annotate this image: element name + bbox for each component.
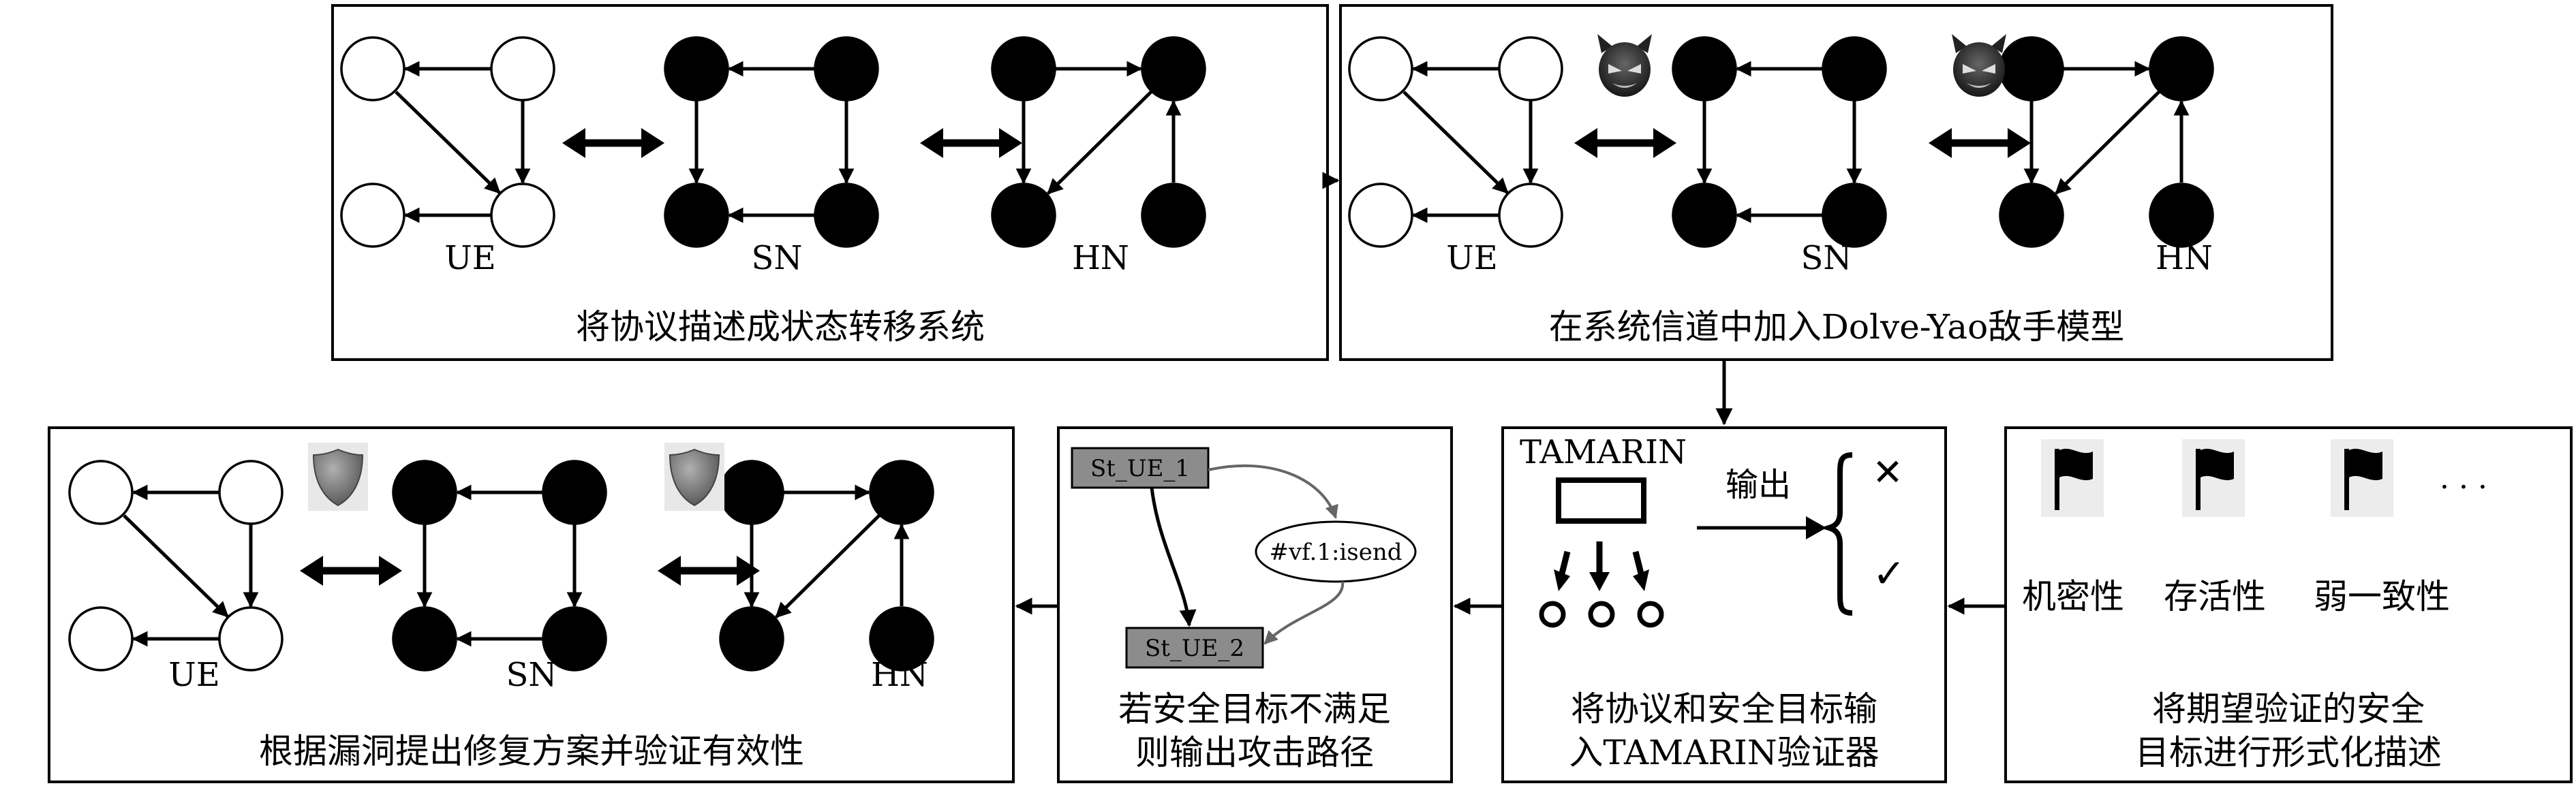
- node-label-sn: SN: [752, 239, 803, 277]
- node-label-hn: HN: [1072, 239, 1129, 277]
- node-label-hn: HN: [2156, 239, 2213, 277]
- panel-caption: 根据漏洞提出修复方案并验证有效性: [259, 731, 804, 771]
- adversary-devil-icon: [1952, 34, 2006, 97]
- result-pass-icon: ✓: [1873, 550, 1906, 597]
- trace-edge: [1208, 464, 1338, 519]
- trace-edge: [1150, 487, 1197, 627]
- property-weak-agreement: 弱一致性: [2314, 577, 2450, 616]
- shield-icon: [664, 442, 725, 511]
- node-label-hn: HN: [871, 656, 928, 694]
- panel-caption-line1: 将协议和安全目标输: [1571, 689, 1877, 729]
- node-label-sn: SN: [506, 656, 557, 694]
- panel-caption-line2: 入TAMARIN验证器: [1569, 733, 1879, 772]
- adversary-devil-icon: [1597, 34, 1652, 97]
- state-node: [1125, 627, 1264, 669]
- flag-icon: [2041, 439, 2104, 517]
- state-label: St_UE_2: [1145, 635, 1244, 662]
- result-brace: [1820, 452, 1853, 616]
- result-fail-icon: ✕: [1872, 451, 1903, 494]
- state-node: [1071, 447, 1210, 489]
- trace-edge: [1263, 581, 1345, 645]
- node-label-ue: UE: [444, 239, 496, 277]
- state-label: St_UE_1: [1090, 455, 1190, 482]
- tamarin-title: TAMARIN: [1520, 433, 1687, 471]
- panel-caption: 将协议描述成状态转移系统: [576, 307, 985, 347]
- panel-state-transition: UE SN HN 将协议描述成状态转移系统: [331, 4, 1329, 361]
- panel-security-goals: · · · 机密性 存活性 弱一致性 将期望验证的安全 目标进行形式化描述: [2004, 426, 2573, 783]
- panel-adversary-model: UE SN HN 在系统信道中加入Dolve-Yao敌手模型: [1339, 4, 2333, 361]
- flag-icon: [2331, 439, 2393, 517]
- property-liveness: 存活性: [2164, 577, 2266, 616]
- panel-caption-line2: 目标进行形式化描述: [2135, 733, 2442, 772]
- output-label: 输出: [1726, 466, 1791, 504]
- panel-caption-line1: 将期望验证的安全: [2152, 689, 2425, 729]
- panel-attack-path: St_UE_1 #vf.1:isend St_UE_2 若安全目标不满足 则输出…: [1057, 426, 1453, 783]
- property-confidentiality: 机密性: [2022, 577, 2124, 616]
- panel-caption-line1: 若安全目标不满足: [1118, 689, 1391, 729]
- shield-icon: [307, 442, 369, 511]
- panel-tamarin: TAMARIN 输出 ✕ ✓ 将协议和安全目标输 入TAMARIN验证器: [1501, 426, 1947, 783]
- flag-icon: [2182, 439, 2245, 517]
- node-label-ue: UE: [1446, 239, 1498, 277]
- ellipsis: · · ·: [2440, 470, 2487, 505]
- node-label-ue: UE: [168, 656, 220, 694]
- panel-caption-line2: 则输出攻击路径: [1135, 733, 1374, 772]
- panel-frame: [1501, 426, 1947, 783]
- panel-caption: 在系统信道中加入Dolve-Yao敌手模型: [1549, 307, 2124, 347]
- panel-fix-verify: UE SN HN 根据漏洞提出修复方案并验证有效性: [48, 426, 1015, 783]
- tamarin-logo-icon: [1539, 477, 1664, 628]
- event-node: [1255, 520, 1417, 583]
- panel-frame: [48, 426, 1015, 783]
- node-label-sn: SN: [1801, 239, 1852, 277]
- event-label: #vf.1:isend: [1269, 539, 1402, 566]
